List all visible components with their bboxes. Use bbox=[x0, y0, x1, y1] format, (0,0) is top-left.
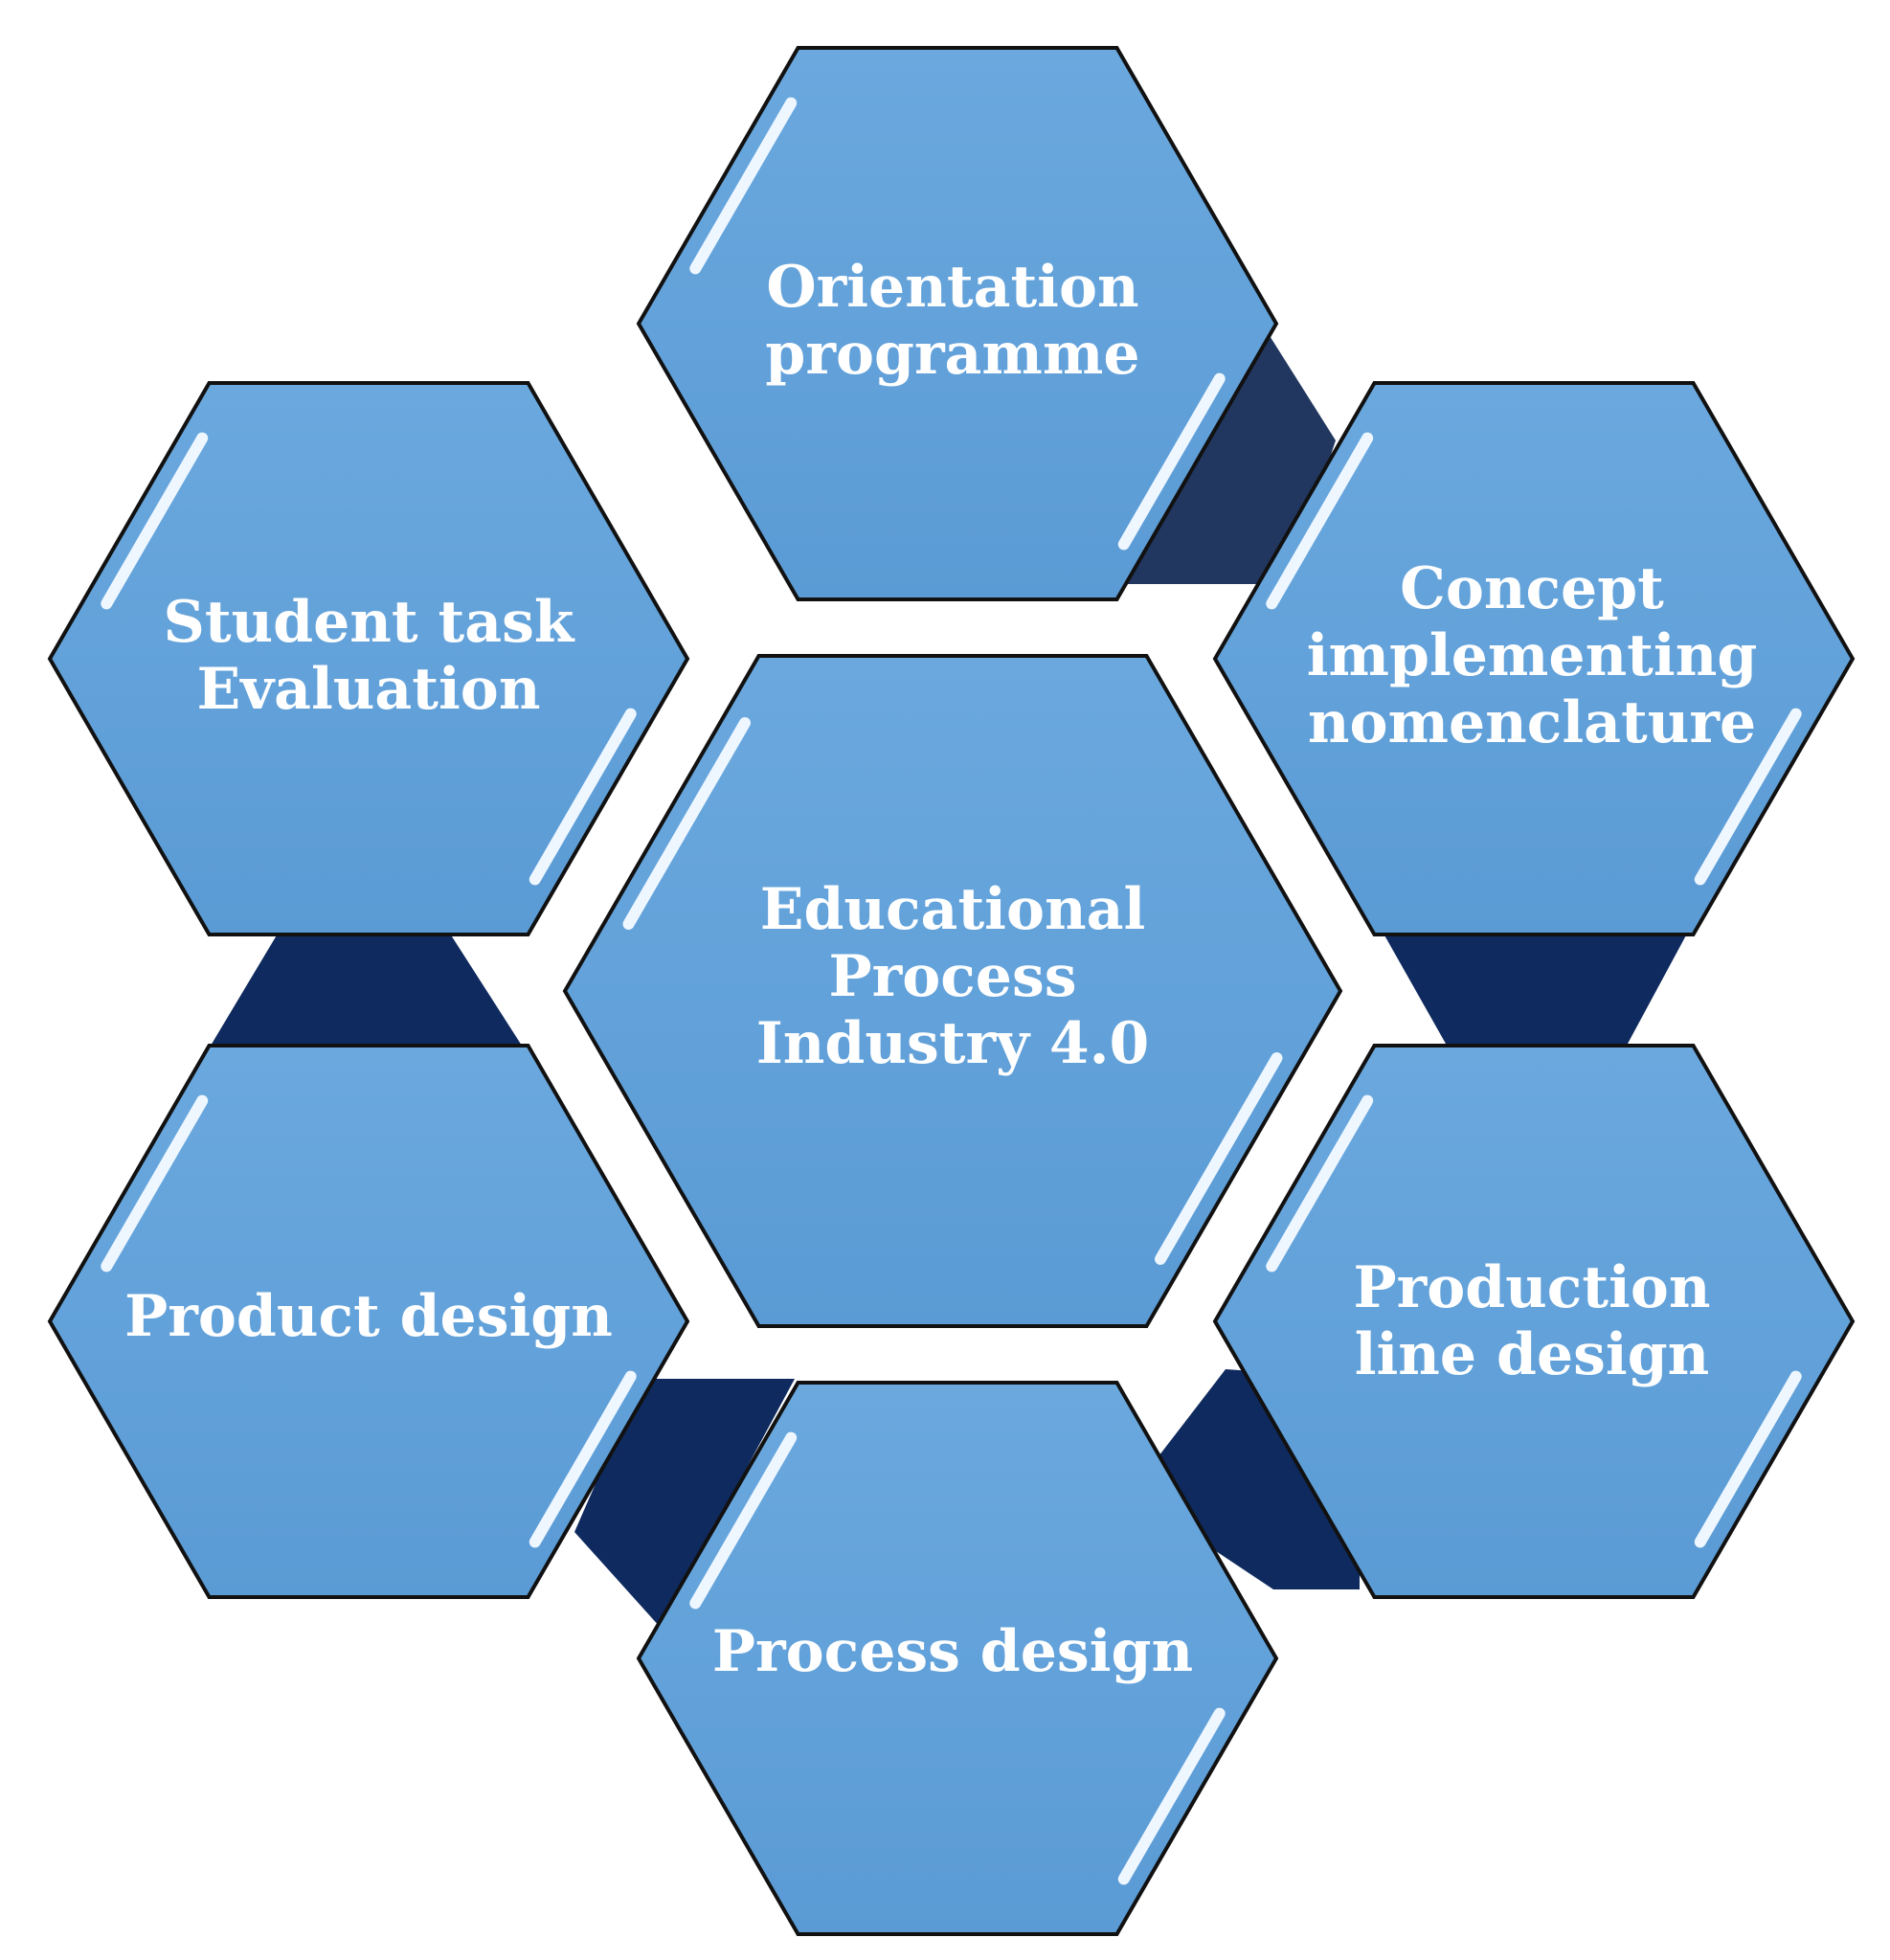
hex-center-educational-process-shine-lower bbox=[1155, 1052, 1283, 1265]
hex-center-educational-process-label-line: Educational bbox=[760, 876, 1146, 943]
connector-process-product bbox=[574, 1379, 795, 1628]
hex-product: Product design bbox=[47, 1044, 690, 1599]
hex-center-educational-process-label-line: Industry 4.0 bbox=[756, 1010, 1150, 1077]
hex-concept-label-line: nomenclature bbox=[1308, 689, 1756, 756]
connector-concept-production bbox=[1384, 934, 1687, 1044]
hex-process-label-line: Process design bbox=[712, 1618, 1193, 1685]
hex-orientation-shine-upper bbox=[689, 97, 798, 275]
hex-student-task-shape bbox=[47, 381, 690, 936]
hex-center-educational-process-shine-upper bbox=[622, 717, 751, 930]
hex-process-shine-upper bbox=[689, 1431, 798, 1610]
hex-production-line-label-line: line design bbox=[1355, 1321, 1710, 1388]
connector-layer bbox=[211, 324, 1687, 1628]
hex-production-line-shape bbox=[1212, 1044, 1856, 1599]
hex-orientation-shine-lower bbox=[1117, 372, 1226, 551]
connector-product-student bbox=[211, 934, 522, 1046]
hex-process: Process design bbox=[636, 1381, 1279, 1936]
hex-center-educational-process-label-line: Process bbox=[828, 943, 1076, 1010]
hex-concept-label-line: implementing bbox=[1307, 622, 1758, 689]
hex-product-shine-lower bbox=[529, 1370, 637, 1548]
hex-process-label: Process design bbox=[712, 1618, 1193, 1685]
hex-center-educational-process-shape bbox=[562, 654, 1343, 1328]
hex-student-task-shine-lower bbox=[529, 708, 637, 886]
hex-student-task-shine-upper bbox=[101, 432, 209, 610]
hex-concept-shine-lower bbox=[1694, 708, 1802, 886]
hex-orientation-label-line: Orientation bbox=[766, 254, 1138, 321]
hex-product-shape bbox=[47, 1044, 690, 1599]
hex-student-task-label-line: Evaluation bbox=[197, 656, 541, 723]
hex-product-shine-upper bbox=[101, 1094, 209, 1273]
hex-production-line-shine-upper bbox=[1266, 1094, 1374, 1273]
hex-concept-shine-upper bbox=[1266, 432, 1374, 610]
hex-process-shape bbox=[636, 1381, 1279, 1936]
hex-product-label: Product design bbox=[124, 1283, 613, 1350]
hex-concept-label-line: Concept bbox=[1400, 555, 1664, 622]
hex-process-shine-lower bbox=[1117, 1707, 1226, 1885]
hex-production-line-label-line: Production bbox=[1353, 1254, 1710, 1321]
connector-orientation-concept bbox=[1125, 324, 1336, 584]
hex-production-line-shine-lower bbox=[1694, 1370, 1802, 1548]
hex-student-task-label-line: Student task bbox=[164, 589, 575, 656]
hex-orientation-label-line: programme bbox=[765, 321, 1139, 388]
hex-concept-shape bbox=[1212, 381, 1856, 936]
hex-product-label-line: Product design bbox=[124, 1283, 613, 1350]
hex-orientation-shape bbox=[636, 46, 1279, 601]
